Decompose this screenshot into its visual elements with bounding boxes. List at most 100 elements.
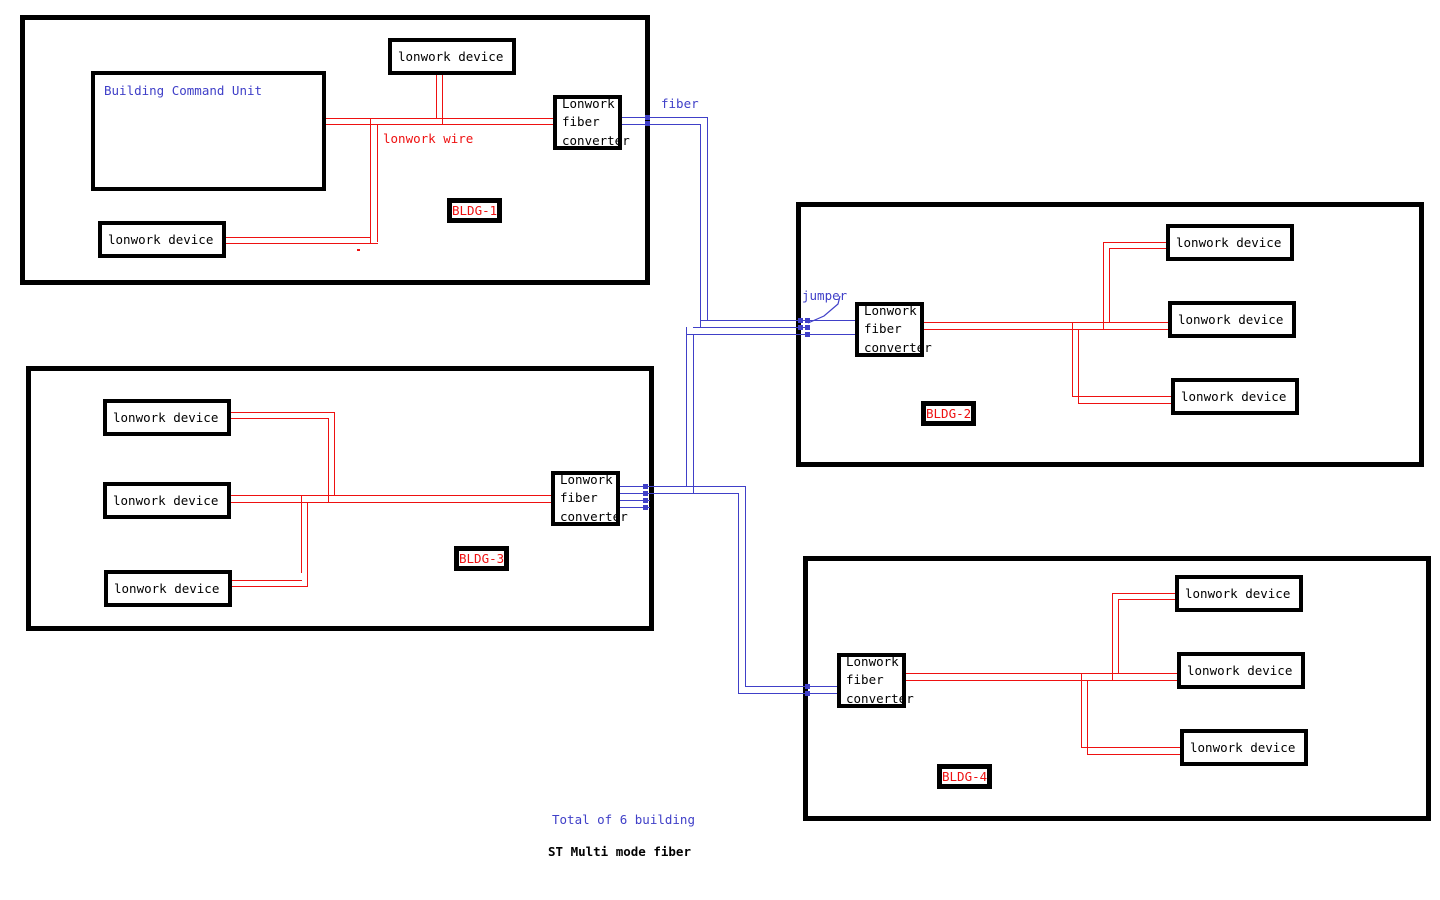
fiber-segment	[686, 334, 805, 335]
fiber-segment	[700, 124, 701, 327]
lonwork-wire-segment	[1078, 403, 1172, 404]
lonwork-wire-segment	[1112, 593, 1113, 680]
building-label-bldg-2: BLDG-2	[921, 401, 977, 426]
lonwork-device-box[interactable]: lonwork device	[1166, 224, 1294, 261]
lonwork-wire-segment	[326, 124, 553, 125]
building-command-unit-box[interactable]: Building Command Unit	[91, 71, 326, 191]
lonwork-device-label: lonwork device	[108, 231, 214, 247]
lonwork-device-box[interactable]: lonwork device	[103, 482, 231, 519]
fiber-segment	[686, 327, 687, 486]
lonwork-device-box[interactable]: lonwork device	[1175, 575, 1303, 612]
lonwork-wire-segment	[1087, 754, 1181, 755]
fiber-segment	[745, 686, 837, 687]
lonwork-wire-segment	[377, 124, 378, 242]
fiber-segment	[738, 693, 837, 694]
fiber-segment	[620, 486, 745, 487]
lonwork-wire-segment	[906, 680, 1177, 681]
lonwork-wire-segment	[231, 502, 551, 503]
wire-terminal-dot	[357, 249, 360, 251]
fiber-connector-node	[798, 325, 803, 330]
lonwork-device-label: lonwork device	[1178, 311, 1284, 327]
fiber-connector-node	[805, 318, 810, 323]
fiber-connector-node	[805, 332, 810, 337]
fiber-segment	[745, 486, 746, 686]
lonwork-wire-segment	[301, 495, 302, 573]
fiber-connector-node	[643, 484, 648, 489]
lonwork-wire-segment	[231, 412, 335, 413]
lonwork-wire-segment	[328, 418, 329, 502]
fiber-connector-node	[645, 121, 650, 126]
fiber-segment	[622, 117, 707, 118]
building-enclosure-bldg-3	[26, 366, 654, 631]
lonwork-device-box[interactable]: lonwork device	[1177, 652, 1305, 689]
lonwork-device-label: lonwork device	[1181, 388, 1287, 404]
fiber-segment	[738, 493, 739, 693]
lonwork-device-box[interactable]: lonwork device	[388, 38, 516, 75]
lonwork-wire-segment	[226, 243, 378, 244]
fiber-segment	[693, 334, 694, 494]
lonwork-wire-segment	[1109, 248, 1110, 322]
lonwork-wire-annotation: lonwork wire	[383, 131, 474, 146]
converter-label: Lonwork fiber converter	[864, 303, 932, 355]
fiber-segment	[620, 493, 738, 494]
lonwork-wire-segment	[1087, 680, 1088, 754]
fiber-segment	[622, 124, 700, 125]
lonwork-device-box[interactable]: lonwork device	[1180, 729, 1308, 766]
fiber-segment	[707, 117, 708, 320]
lonwork-wire-segment	[231, 495, 551, 496]
fiber-segment	[620, 507, 650, 508]
lonwork-fiber-converter-box[interactable]: Lonwork fiber converter	[553, 95, 630, 150]
lonwork-wire-segment	[1072, 322, 1073, 396]
lonwork-wire-segment	[1081, 673, 1082, 747]
fiber-segment	[620, 500, 650, 501]
lonwork-wire-segment	[436, 75, 437, 118]
lonwork-wire-segment	[1118, 599, 1176, 600]
converter-label: Lonwork fiber converter	[560, 472, 628, 524]
fiber-connector-node	[643, 498, 648, 503]
building-label-bldg-4: BLDG-4	[937, 764, 993, 789]
fiber-connector-node	[643, 505, 648, 510]
lonwork-wire-segment	[442, 75, 443, 124]
lonwork-device-label: lonwork device	[398, 48, 504, 64]
lonwork-wire-segment	[1109, 248, 1167, 249]
lonwork-device-label: lonwork device	[1190, 739, 1296, 755]
building-label-bldg-1: BLDG-1	[447, 198, 503, 223]
building-command-unit-label: Building Command Unit	[104, 83, 263, 98]
lonwork-wire-segment	[226, 237, 371, 238]
lonwork-wire-segment	[1078, 329, 1079, 403]
total-buildings-note: Total of 6 building	[552, 812, 695, 827]
converter-label: Lonwork fiber converter	[562, 96, 630, 148]
lonwork-wire-segment	[231, 418, 329, 419]
lonwork-device-label: lonwork device	[1185, 585, 1291, 601]
lonwork-device-label: lonwork device	[113, 492, 219, 508]
lonwork-wire-segment	[232, 586, 308, 587]
lonwork-wire-segment	[1103, 242, 1167, 243]
lonwork-device-box[interactable]: lonwork device	[103, 399, 231, 436]
lonwork-wire-segment	[334, 412, 335, 495]
lonwork-device-box[interactable]: lonwork device	[1171, 378, 1299, 415]
lonwork-wire-segment	[906, 673, 1177, 674]
fiber-connector-node	[645, 115, 650, 120]
fiber-segment	[805, 334, 857, 335]
lonwork-fiber-converter-box[interactable]: Lonwork fiber converter	[855, 302, 932, 357]
lonwork-wire-segment	[1103, 242, 1104, 329]
lonwork-wire-segment	[232, 580, 302, 581]
lonwork-wire-segment	[1112, 593, 1176, 594]
lonwork-wire-segment	[1118, 599, 1119, 673]
lonwork-device-box[interactable]: lonwork device	[1168, 301, 1296, 338]
fiber-connector-node	[805, 325, 810, 330]
lonwork-wire-segment	[1072, 396, 1172, 397]
lonwork-device-box[interactable]: lonwork device	[98, 221, 226, 258]
lonwork-fiber-converter-box[interactable]: Lonwork fiber converter	[551, 471, 628, 526]
lonwork-wire-segment	[307, 502, 308, 586]
lonwork-wire-segment	[326, 118, 553, 119]
fiber-segment	[693, 327, 805, 328]
lonwork-wire-segment	[370, 118, 371, 243]
fiber-segment	[805, 320, 857, 321]
lonwork-wire-segment	[924, 322, 1168, 323]
jumper-link	[807, 295, 841, 324]
lonwork-device-box[interactable]: lonwork device	[104, 570, 232, 607]
fiber-annotation: fiber	[661, 96, 699, 111]
lonwork-fiber-converter-box[interactable]: Lonwork fiber converter	[837, 653, 914, 708]
